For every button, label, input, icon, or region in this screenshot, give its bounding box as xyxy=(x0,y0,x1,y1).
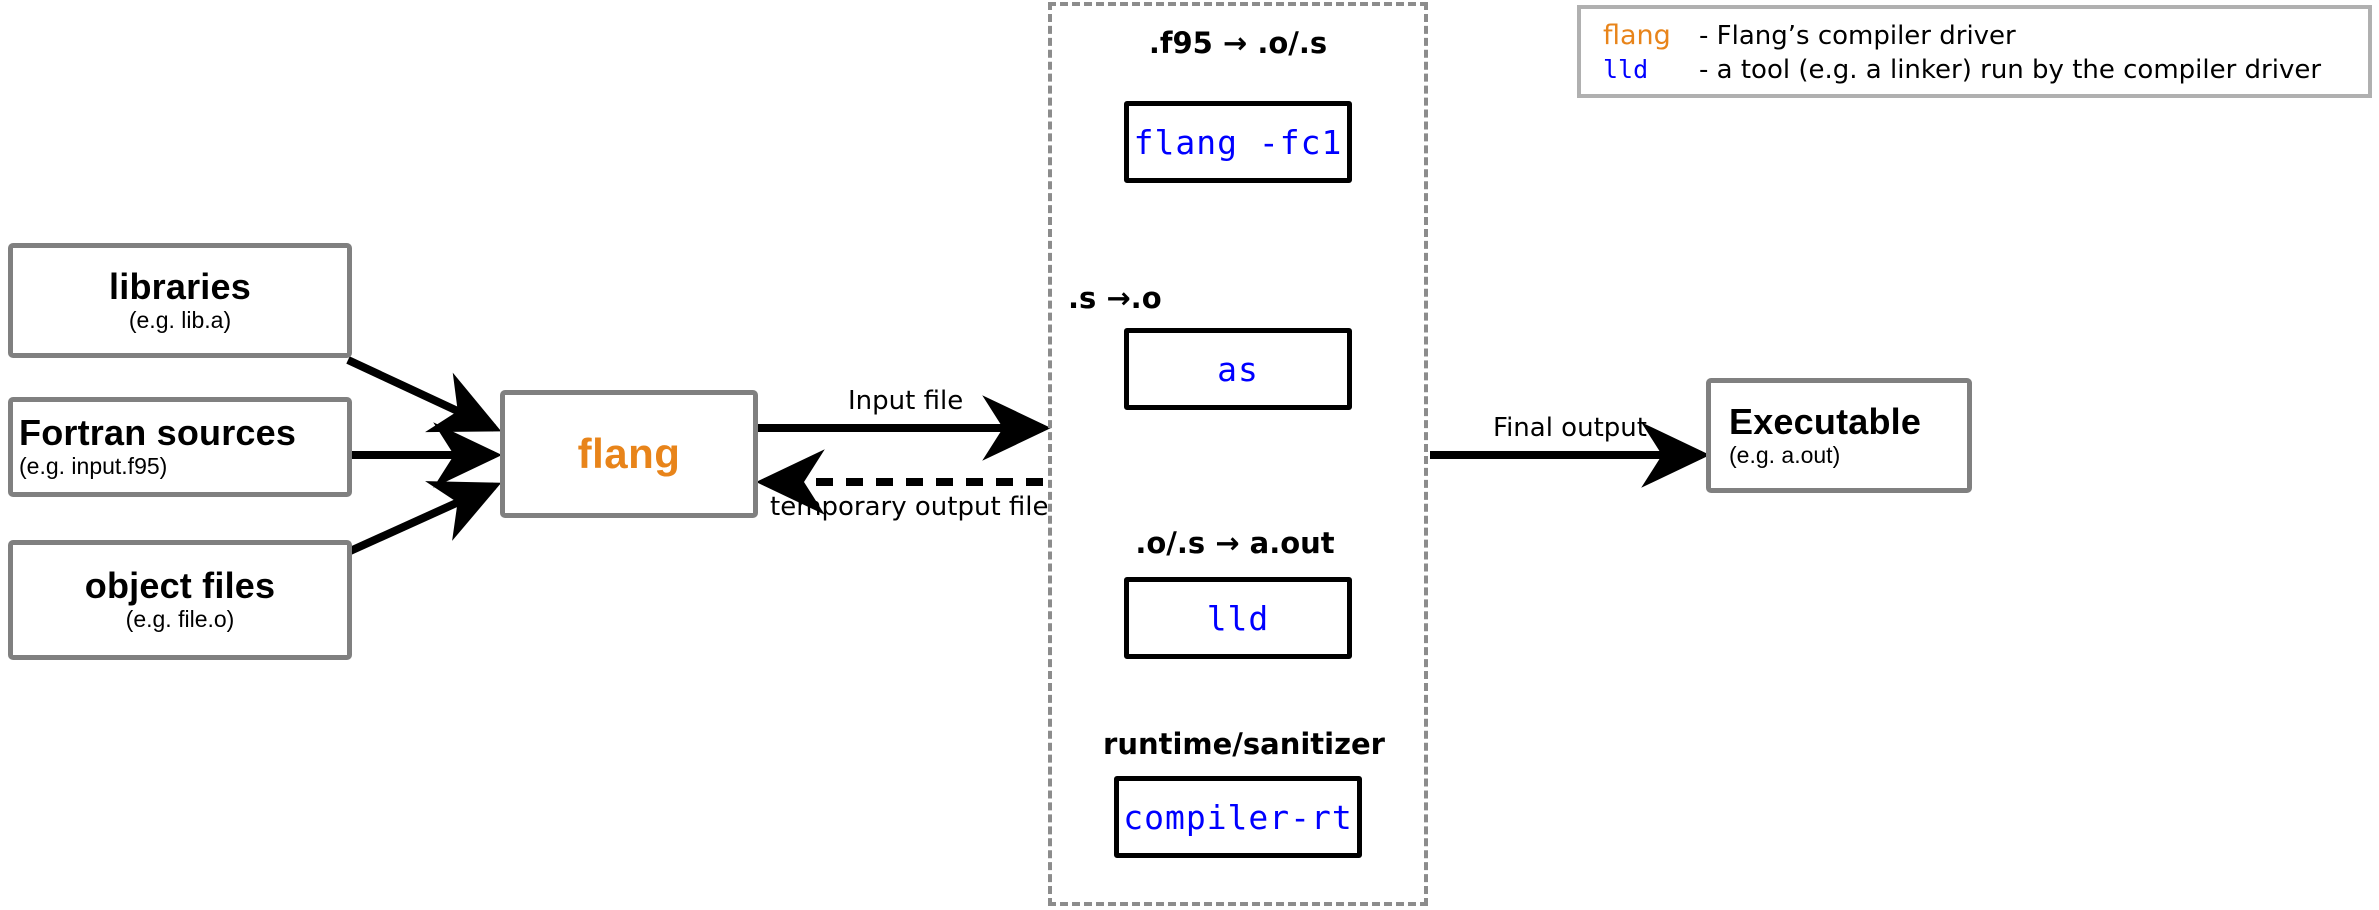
legend-description-lld: - a tool (e.g. a linker) run by the comp… xyxy=(1699,54,2322,85)
entity-box-executable: Executable (e.g. a.out) xyxy=(1706,378,1972,493)
tool-text-as: as xyxy=(1217,349,1259,389)
edge-label-final-output: Final output xyxy=(1493,413,1647,443)
legend-row-flang: flang - Flang’s compiler driver xyxy=(1603,19,2352,54)
legend-key-flang: flang xyxy=(1603,20,1671,51)
entity-title-executable: Executable xyxy=(1729,400,1922,442)
tools-group-container xyxy=(1048,2,1428,906)
legend-panel: flang - Flang’s compiler driver lld - a … xyxy=(1577,5,2372,98)
stage-label-compile: .f95 → .o/.s xyxy=(1148,26,1328,60)
driver-label-flang: flang xyxy=(577,430,681,477)
entity-subtitle-object-files: (e.g. file.o) xyxy=(125,606,235,633)
tool-box-as: as xyxy=(1124,328,1352,410)
edge-label-temporary-output-file: temporary output file xyxy=(770,492,1049,522)
legend-row-lld: lld - a tool (e.g. a linker) run by the … xyxy=(1603,54,2352,87)
stage-label-link: .o/.s → a.out xyxy=(1135,526,1335,560)
edge-label-input-file: Input file xyxy=(848,386,964,416)
stage-label-runtime-sanitizer: runtime/sanitizer xyxy=(1103,727,1385,761)
arrow-libraries-to-flang xyxy=(346,356,502,433)
legend-key-lld: lld xyxy=(1603,54,1649,84)
tool-box-lld: lld xyxy=(1124,577,1352,659)
tool-text-compiler-rt: compiler-rt xyxy=(1123,797,1353,837)
driver-box-flang: flang xyxy=(500,390,758,518)
entity-box-object-files: object files (e.g. file.o) xyxy=(8,540,352,660)
entity-box-libraries: libraries (e.g. lib.a) xyxy=(8,243,352,358)
legend-description-flang: - Flang’s compiler driver xyxy=(1699,21,2016,51)
entity-title-fortran-sources: Fortran sources xyxy=(19,412,297,454)
entity-subtitle-fortran-sources: (e.g. input.f95) xyxy=(19,453,168,480)
entity-title-object-files: object files xyxy=(84,565,276,607)
entity-subtitle-libraries: (e.g. lib.a) xyxy=(128,306,232,333)
tool-text-flang-fc1: flang -fc1 xyxy=(1133,122,1343,162)
entity-title-libraries: libraries xyxy=(109,265,251,307)
arrow-objects-to-flang xyxy=(346,481,502,556)
stage-label-assemble: .s →.o xyxy=(1068,281,1162,315)
tool-box-compiler-rt: compiler-rt xyxy=(1114,776,1362,858)
tool-box-flang-fc1: flang -fc1 xyxy=(1124,101,1352,183)
entity-subtitle-executable: (e.g. a.out) xyxy=(1729,441,1841,468)
tool-text-lld: lld xyxy=(1206,598,1270,638)
entity-box-fortran-sources: Fortran sources (e.g. input.f95) xyxy=(8,397,352,497)
